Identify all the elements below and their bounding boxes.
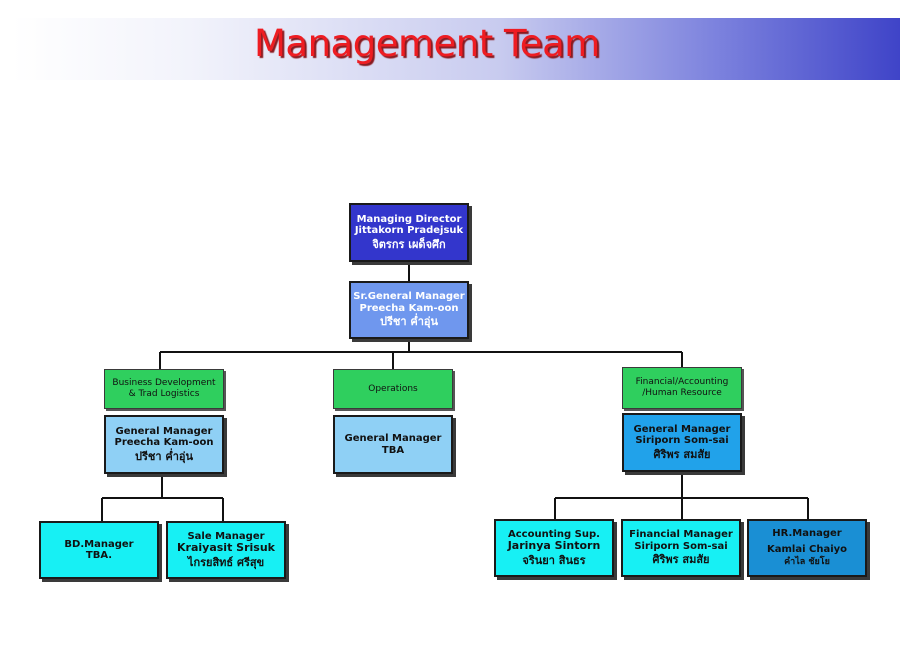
dept-label-line1: Operations (368, 383, 418, 394)
node-name: TBA (381, 444, 405, 456)
dept-label-line1: Financial/Accounting (635, 377, 729, 388)
node-name: Siriporn Som-sai (635, 435, 729, 447)
node-name: Kraiyasit Srisuk (177, 541, 275, 555)
node-role: General Manager (633, 423, 731, 435)
node-name: Preecha Kam-oon (359, 302, 459, 314)
node-role: Financial Manager (629, 529, 733, 541)
node-sale-manager: Sale Manager Kraiyasit Srisuk ไกรยสิทธ์ … (166, 521, 286, 579)
node-role: HR.Manager (772, 528, 842, 540)
page-title: Management Team (254, 22, 600, 65)
node-role: General Manager (344, 433, 442, 444)
node-sr-general-manager: Sr.General Manager Preecha Kam-oon ปรีชา… (349, 281, 469, 339)
node-thai-name: ปรีชา ค่ำอุ่น (379, 315, 439, 329)
node-gm-financial: General Manager Siriporn Som-sai ศิริพร … (622, 413, 742, 472)
node-name: Preecha Kam-oon (114, 437, 214, 449)
node-thai-name: จิตรกร เผด็จศึก (372, 237, 446, 251)
dept-label-line2: & Trad Logistics (128, 389, 200, 399)
node-accounting-sup: Accounting Sup. Jarinya Sintorn จรินยา ส… (494, 519, 614, 577)
node-financial-manager: Financial Manager Siriporn Som-sai ศิริพ… (621, 519, 741, 577)
dept-label-line2: /Human Resource (642, 388, 722, 398)
node-thai-name: จรินยา สินธร (522, 553, 586, 567)
node-hr-manager: HR.Manager Kamlai Chaiyo คำไล ชัยโย (747, 519, 867, 577)
node-managing-director: Managing Director Jittakorn Pradejsuk จิ… (349, 203, 469, 262)
node-role: BD.Manager (64, 538, 134, 550)
node-name: TBA. (85, 550, 113, 561)
title-banner (12, 18, 900, 80)
dept-label-line1: Business Development (112, 378, 216, 389)
node-role: Managing Director (356, 213, 462, 225)
node-thai-name: ศิริพร สมสัย (652, 553, 710, 567)
dept-business-development: Business Development & Trad Logistics (104, 369, 224, 409)
node-role: General Manager (115, 425, 213, 437)
node-role: Sr.General Manager (353, 291, 465, 303)
node-thai-name: ไกรยสิทธ์ ศรีสุข (187, 555, 265, 569)
node-name: Jarinya Sintorn (507, 539, 601, 553)
node-bd-manager: BD.Manager TBA. (39, 521, 159, 579)
node-thai-name: ปรีชา ค่ำอุ่น (134, 449, 194, 463)
dept-operations: Operations (333, 369, 453, 409)
node-role: Accounting Sup. (508, 528, 600, 540)
node-thai-name: ศิริพร สมสัย (653, 447, 711, 461)
node-name: Jittakorn Pradejsuk (354, 225, 464, 237)
node-role: Sale Manager (187, 530, 265, 542)
node-name: Siriporn Som-sai (634, 540, 728, 552)
node-name: Kamlai Chaiyo (766, 543, 848, 555)
node-gm-business: General Manager Preecha Kam-oon ปรีชา ค่… (104, 415, 224, 474)
node-gm-operations: General Manager TBA (333, 415, 453, 474)
node-thai-name: คำไล ชัยโย (784, 557, 830, 568)
dept-financial-accounting: Financial/Accounting /Human Resource (622, 367, 742, 409)
